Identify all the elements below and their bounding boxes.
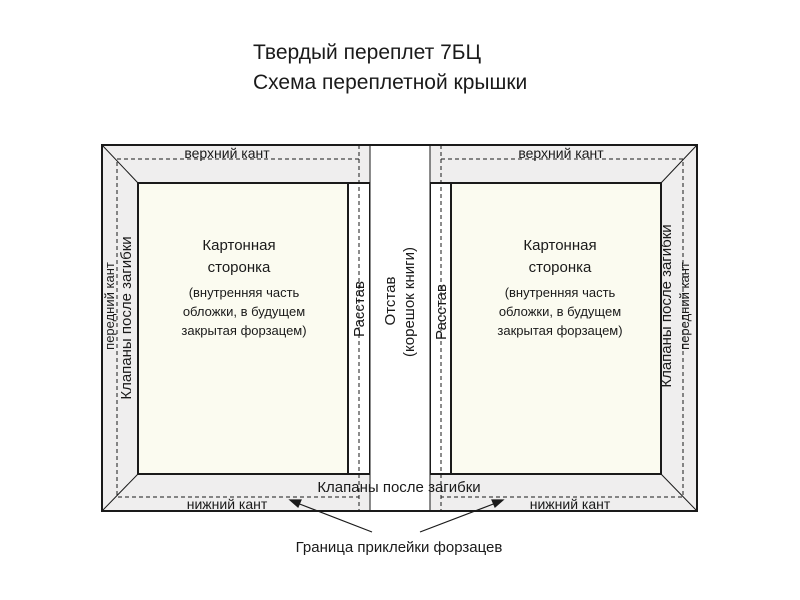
- bottom-edge-label-right: нижний кант: [530, 496, 611, 512]
- spine-strip: [370, 145, 430, 511]
- fore-edge-label-left: передний кант: [102, 262, 117, 350]
- endpaper-boundary-label: Граница приклейки форзацев: [296, 539, 503, 556]
- left-board-note-3: закрытая форзацем): [181, 323, 306, 338]
- flaps-after-fold-bottom-label: Клапаны после загибки: [317, 479, 480, 496]
- spine-sublabel: (корешок книги): [401, 247, 418, 357]
- left-board-title-2: сторонка: [208, 259, 271, 276]
- top-edge-label-left: верхний кант: [184, 145, 270, 161]
- left-joint-label: Расстав: [351, 281, 368, 337]
- right-board-note-2: обложки, в будущем: [499, 304, 621, 319]
- right-board: [450, 182, 662, 475]
- fore-edge-label-right: передний кант: [677, 262, 692, 350]
- left-board: [137, 182, 349, 475]
- endpaper-boundary-lines: [116, 145, 684, 511]
- spine-label: Отстав: [382, 277, 399, 326]
- right-board-note-1: (внутренняя часть: [505, 285, 616, 300]
- flaps-after-fold-left-label: Клапаны после загибки: [118, 236, 135, 399]
- right-joint-label: Расстав: [433, 284, 450, 340]
- diagram-title: Твердый переплет 7БЦ Схема переплетной к…: [253, 38, 527, 98]
- top-edge-label-right: верхний кант: [518, 145, 604, 161]
- boundary-pointer-arrows: [288, 499, 505, 533]
- left-board-note-2: обложки, в будущем: [183, 304, 305, 319]
- title-line-2: Схема переплетной крышки: [253, 71, 528, 94]
- left-board-title-1: Картонная: [202, 237, 275, 254]
- left-board-note-1: (внутренняя часть: [189, 285, 300, 300]
- bottom-edge-label-left: нижний кант: [187, 496, 268, 512]
- right-board-title-2: сторонка: [529, 259, 592, 276]
- flaps-after-fold-right-label: Клапаны после загибки: [658, 224, 675, 387]
- right-board-title-1: Картонная: [523, 237, 596, 254]
- title-line-1: Твердый переплет 7БЦ: [253, 41, 482, 64]
- mitre-corner-lines: [101, 144, 698, 512]
- right-board-note-3: закрытая форзацем): [497, 323, 622, 338]
